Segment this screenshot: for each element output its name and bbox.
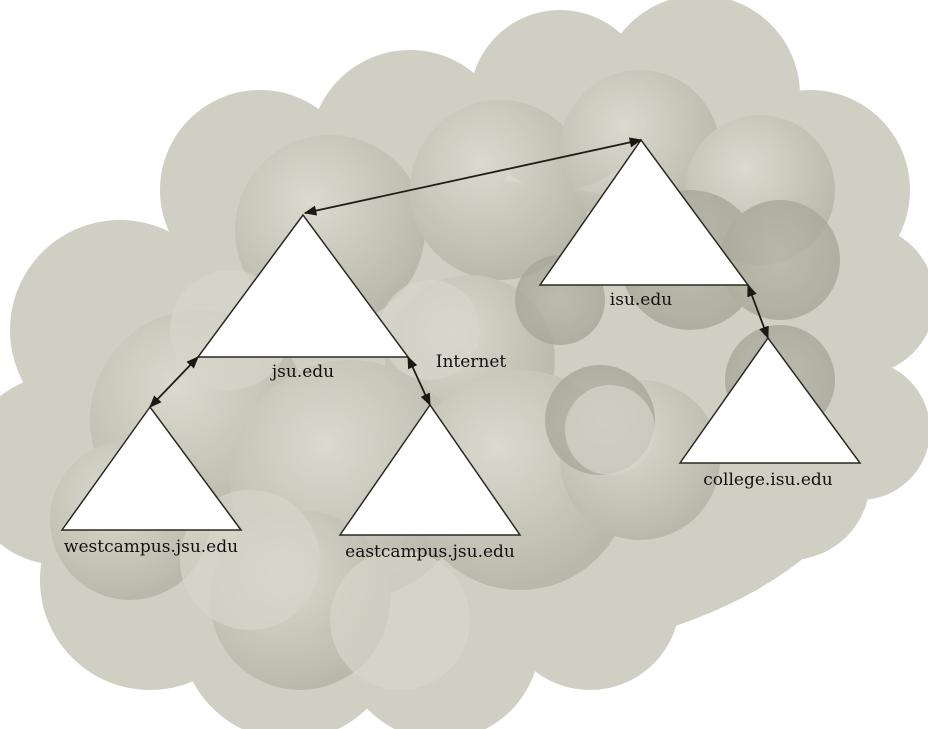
tree-college xyxy=(678,336,862,464)
link-jsu-eastcampus xyxy=(407,355,431,407)
link-jsu-westcampus xyxy=(149,356,199,408)
link-isu-college xyxy=(747,283,769,340)
label-college: college.isu.edu xyxy=(703,470,833,490)
label-isu: isu.edu xyxy=(609,290,673,310)
label-westcampus: westcampus.jsu.edu xyxy=(63,537,239,557)
link-jsu-isu xyxy=(303,137,643,216)
tree-jsu xyxy=(196,213,410,358)
label-internet: Internet xyxy=(435,352,507,372)
label-eastcampus: eastcampus.jsu.edu xyxy=(345,542,515,562)
label-jsu: jsu.edu xyxy=(271,362,335,382)
tree-eastcampus xyxy=(338,403,522,536)
trust-links xyxy=(149,137,769,408)
tree-westcampus xyxy=(60,405,243,531)
